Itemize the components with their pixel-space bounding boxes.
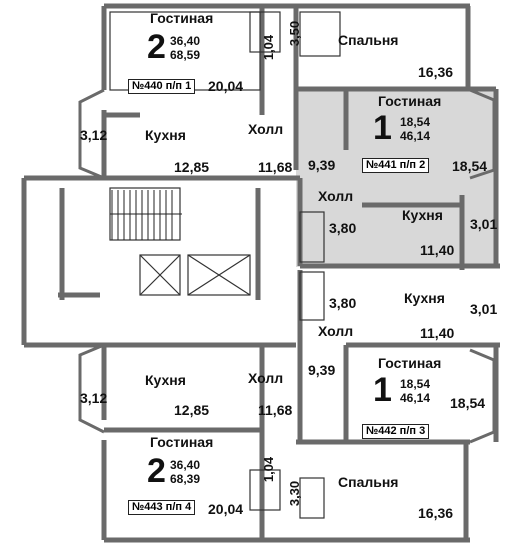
u443-v-kitchen: 12,85 xyxy=(174,402,210,418)
u442-kitchen: Кухня xyxy=(404,290,445,306)
u441-v-balcony: 3,01 xyxy=(470,216,498,232)
u440-kitchen: Кухня xyxy=(145,127,186,143)
u442-v-kitchen: 11,40 xyxy=(420,325,455,341)
u441-title: Гостиная xyxy=(378,93,442,109)
u441-v-hall: 9,39 xyxy=(308,157,336,173)
u441-kitchen: Кухня xyxy=(402,207,443,223)
u442-v-living: 18,54 xyxy=(450,395,486,411)
u443-tag: №443 п/п 4 xyxy=(128,500,196,515)
u441-tag: №441 п/п 2 xyxy=(362,158,430,173)
u440-tag: №440 п/п 1 xyxy=(128,79,196,94)
u440-rooms: 2 xyxy=(147,28,166,66)
u443-area-living: 36,40 xyxy=(170,458,201,472)
u442-v-hall: 9,39 xyxy=(308,362,336,378)
highlighted-apartment-441 xyxy=(296,89,496,267)
u443-title: Гостиная xyxy=(150,434,214,450)
u443-hall: Холл xyxy=(248,370,284,386)
u442-rooms: 1 xyxy=(373,371,392,409)
u440-v-bedroom: 16,36 xyxy=(418,64,454,80)
u441-v-bath: 3,80 xyxy=(329,220,357,236)
u440-v-hall: 11,68 xyxy=(258,159,293,175)
u443-v-living: 20,04 xyxy=(208,501,244,517)
u440-bedroom: Спальня xyxy=(338,32,399,48)
u443-rooms: 2 xyxy=(147,452,166,490)
u440-area-total: 68,59 xyxy=(170,48,201,62)
u440-hall: Холл xyxy=(248,121,284,137)
u441-area-total: 46,14 xyxy=(400,129,431,143)
u441-rooms: 1 xyxy=(373,109,392,147)
thin-lines xyxy=(109,11,341,519)
u443-v-wc: 1,04 xyxy=(261,456,277,483)
u440-v-bath: 3,50 xyxy=(287,20,303,47)
u443-bedroom: Спальня xyxy=(338,474,399,490)
u443-v-bedroom: 16,36 xyxy=(418,505,454,521)
u441-area-living: 18,54 xyxy=(400,115,431,129)
bay-windows xyxy=(78,88,496,444)
u441-hall: Холл xyxy=(318,188,354,204)
u440-v-wc: 1,04 xyxy=(261,34,277,61)
stairs xyxy=(110,190,182,240)
u443-area-total: 68,39 xyxy=(170,472,201,486)
u442-area-total: 46,14 xyxy=(400,391,431,405)
u442-tag: №442 п/п 3 xyxy=(362,424,430,439)
u443-v-hall: 11,68 xyxy=(258,402,293,418)
u442-hall: Холл xyxy=(318,323,354,339)
u442-title: Гостиная xyxy=(378,355,442,371)
u443-kitchen: Кухня xyxy=(145,372,186,388)
u440-v-kitchen: 12,85 xyxy=(174,159,210,175)
u442-v-bath: 3,80 xyxy=(329,295,357,311)
u440-title: Гостиная xyxy=(150,10,214,26)
u443-v-balcony: 3,12 xyxy=(80,390,108,406)
u441-v-kitchen: 11,40 xyxy=(420,242,455,258)
u440-v-balcony: 3,12 xyxy=(80,127,108,143)
u440-v-living: 20,04 xyxy=(208,78,244,94)
u442-area-living: 18,54 xyxy=(400,377,431,391)
u442-v-balcony: 3,01 xyxy=(470,301,498,317)
u441-v-living: 18,54 xyxy=(452,158,488,174)
u440-area-living: 36,40 xyxy=(170,34,201,48)
u443-v-bath: 3,30 xyxy=(287,480,303,507)
